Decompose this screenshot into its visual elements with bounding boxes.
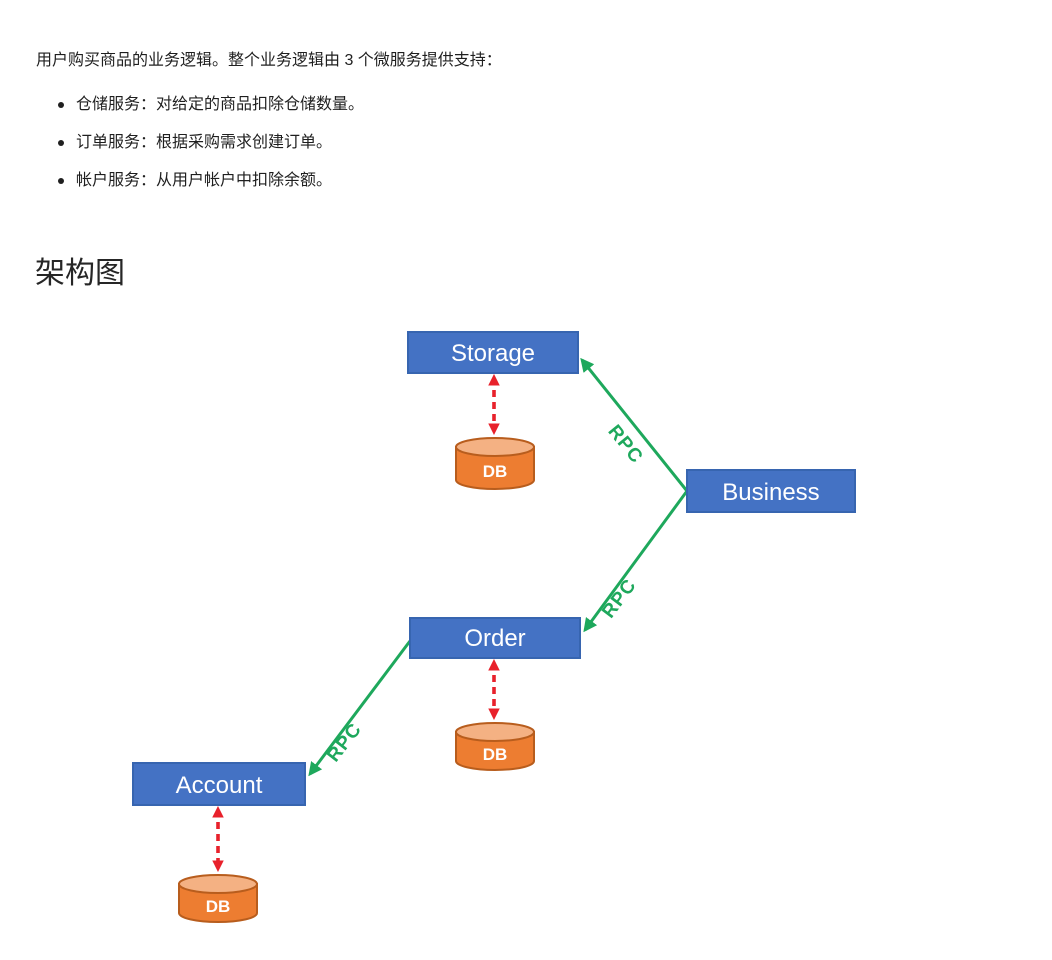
node-order: Order <box>409 617 581 659</box>
database-storage: DB <box>455 437 535 490</box>
account-db-cylinder-body <box>178 883 258 923</box>
business-label: Business <box>722 479 819 506</box>
storage-db-cylinder-body <box>455 446 535 490</box>
service-list: 仓储服务：对给定的商品扣除仓储数量。 订单服务：根据采购需求创建订单。 帐户服务… <box>57 95 364 209</box>
node-storage: Storage <box>407 331 579 374</box>
list-item-order-service: 订单服务：根据采购需求创建订单。 <box>57 133 364 153</box>
intro-text: 用户购买商品的业务逻辑。整个业务逻辑由 3 个微服务提供支持： <box>36 52 502 69</box>
list-item-storage-service: 仓储服务：对给定的商品扣除仓储数量。 <box>57 95 364 115</box>
order-db-cylinder-top <box>455 722 535 742</box>
order-db-label: DB <box>483 745 508 764</box>
account-label: Account <box>176 772 263 799</box>
node-account: Account <box>132 762 306 806</box>
storage-label: Storage <box>451 340 535 367</box>
order-box <box>409 617 581 659</box>
edge-order-to-account <box>308 640 412 777</box>
node-business: Business <box>686 469 856 513</box>
database-order: DB <box>455 722 535 771</box>
storage-db-label: DB <box>483 462 508 481</box>
list-item-account-service: 帐户服务：从用户帐户中扣除余额。 <box>57 171 364 191</box>
storage-db-cylinder-top <box>455 437 535 457</box>
account-db-cylinder-top <box>178 874 258 894</box>
storage-box <box>407 331 579 374</box>
rpc-label-business-storage: RPC <box>604 421 647 468</box>
business-box <box>686 469 856 513</box>
rpc-label-order-account: RPC <box>323 719 366 766</box>
order-label: Order <box>464 625 525 652</box>
account-box <box>132 762 306 806</box>
account-db-label: DB <box>206 897 231 916</box>
architecture-heading: 架构图 <box>35 256 125 290</box>
edge-business-to-storage <box>580 357 689 492</box>
edge-business-to-order <box>583 490 689 633</box>
order-db-cylinder-body <box>455 731 535 771</box>
rpc-label-business-order: RPC <box>598 575 641 622</box>
database-account: DB <box>178 874 258 923</box>
